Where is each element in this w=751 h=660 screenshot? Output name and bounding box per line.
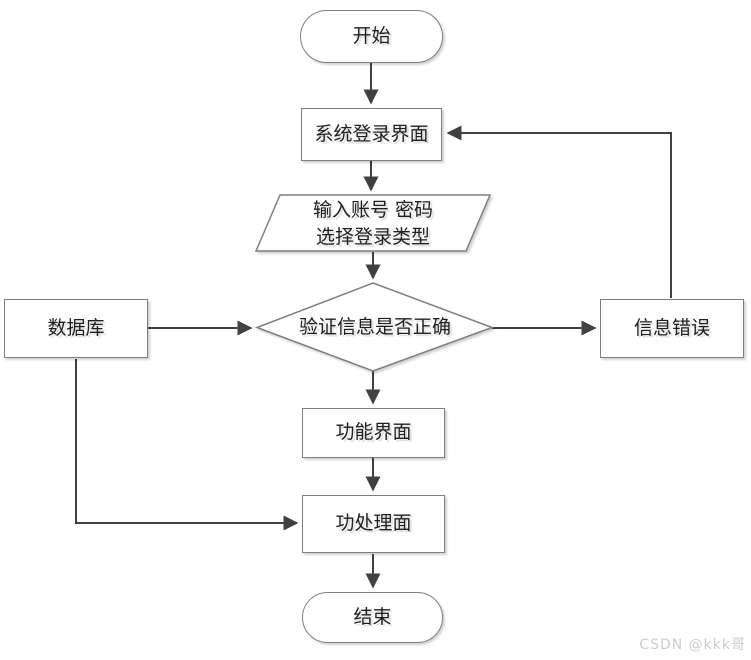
edge-database-to-process [75,359,299,531]
node-end-label: 结束 [353,605,392,628]
node-info-error: 信息错误 [600,299,744,358]
node-process-ui: 功处理面 [302,495,445,553]
input-parallelogram-shape [254,194,492,252]
decision-diamond-shape [254,282,495,372]
node-start-label: 开始 [352,24,391,47]
edge-error-to-login [446,125,672,298]
node-function-ui-label: 功能界面 [335,421,412,444]
node-database-label: 数据库 [47,316,105,339]
node-database: 数据库 [4,299,148,358]
node-process-ui-label: 功处理面 [335,512,412,535]
node-login-ui-label: 系统登录界面 [314,122,429,145]
csdn-watermark: CSDN @kkk哥 [639,637,746,653]
node-end: 结束 [302,592,443,643]
node-info-error-label: 信息错误 [633,316,710,339]
node-login-ui: 系统登录界面 [301,108,442,161]
node-start: 开始 [300,10,443,63]
node-function-ui: 功能界面 [302,408,445,458]
